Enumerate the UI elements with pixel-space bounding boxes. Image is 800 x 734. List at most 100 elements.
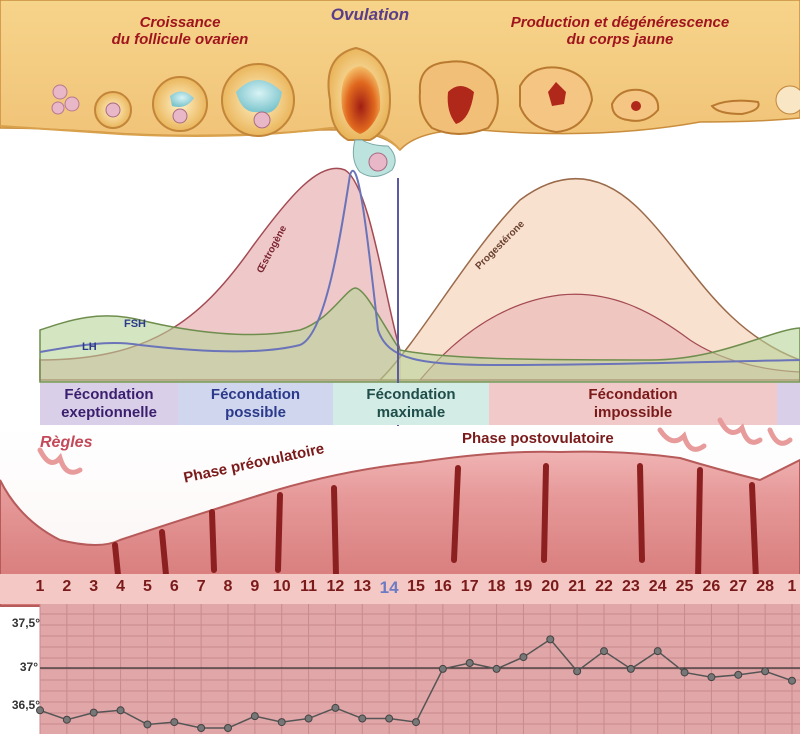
temperature-point [573, 667, 582, 676]
temp-label-37: 37° [19, 660, 38, 674]
cycle-day-label: 17 [460, 578, 479, 595]
temperature-point [385, 714, 394, 723]
temperature-point [36, 706, 44, 715]
corpus-luteum-sequence [418, 60, 800, 135]
temperature-series [36, 635, 796, 732]
cycle-day-label: 20 [541, 578, 560, 595]
temperature-point [412, 718, 420, 727]
cycle-day-label: 28 [756, 578, 775, 595]
temperature-point [143, 720, 152, 729]
cycle-day-label: 27 [729, 578, 748, 595]
fertility-band-impossible-line1: Fécondation [588, 386, 678, 403]
uterine-glands [112, 463, 759, 583]
temperature-point [62, 715, 71, 724]
fertility-band-exceptional: Fécondation exeptionnelle [40, 383, 178, 425]
cycle-day-label: 24 [648, 578, 667, 595]
fertility-band-possible: Fécondation possible [178, 383, 333, 425]
temperature-point [89, 708, 98, 717]
fertility-band-maximal: Fécondation maximale [333, 383, 489, 425]
cycle-day-label: 18 [487, 578, 506, 595]
lh-curve [39, 169, 800, 367]
tertiary-follicle [221, 63, 295, 137]
cycle-day-label: 15 [407, 578, 425, 595]
fertility-band-maximal-line1: Fécondation [366, 386, 456, 403]
temperature-point [519, 653, 528, 662]
ovulation-day-label: 14 [379, 578, 399, 597]
cycle-day-label: 1 [35, 578, 45, 595]
primordial-follicles [51, 84, 80, 115]
temperature-point [224, 724, 232, 732]
cycle-day-label: 8 [223, 578, 233, 595]
cycle-day-label: 1 [787, 578, 797, 595]
fertility-band-exceptional-line2: exeptionnelle [61, 404, 157, 421]
cycle-day-label: 10 [272, 578, 291, 595]
cycle-day-label: 21 [568, 578, 587, 595]
temperature-point [358, 714, 367, 723]
cycle-day-label: 7 [196, 578, 206, 595]
cycle-day-label: 19 [514, 578, 533, 595]
cycle-day-label: 6 [169, 578, 179, 595]
temperature-point [331, 703, 340, 712]
temperature-point [761, 667, 770, 676]
cycle-day-label: 26 [702, 578, 721, 595]
temperature-point [277, 718, 286, 727]
corpus-luteum-title-line1: Production et dégénérescence [510, 14, 730, 31]
menstruation-label: Règles [40, 434, 93, 451]
temperature-point [626, 664, 635, 673]
fertility-band-impossible: Fécondation impossible [489, 383, 777, 425]
fertility-band-possible-line1: Fécondation [210, 386, 301, 403]
temperature-point [197, 724, 206, 732]
fsh-curve [39, 287, 800, 383]
fertility-band-impossible-line2: impossible [593, 404, 673, 421]
follicle-growth-sequence [51, 46, 800, 177]
temperature-point [600, 647, 608, 656]
cycle-day-label: 11 [300, 578, 318, 595]
fertility-band-exceptional-line1: Fécondation [64, 386, 154, 403]
temperature-point [653, 647, 662, 656]
day-strip-bg [0, 574, 800, 604]
fertility-band-maximal-line2: maximale [376, 404, 446, 421]
temp-label-37-5: 37,5° [11, 616, 40, 630]
cycle-day-label: 9 [250, 578, 260, 595]
cycle-day-label: 13 [353, 578, 372, 595]
cycle-day-label: 5 [142, 578, 152, 595]
temperature-point [170, 718, 179, 727]
cycle-day-label: 2 [62, 578, 72, 595]
ovulating-follicle [327, 46, 396, 177]
fsh-label: FSH [124, 318, 146, 330]
follicle-growth-title: Croissance du follicule ovarien [80, 14, 280, 48]
corpus-luteum-title: Production et dégénérescence du corps ja… [470, 14, 770, 48]
temperature-point [707, 673, 716, 682]
temperature-point [116, 706, 125, 715]
temperature-point [492, 664, 501, 673]
temperature-point [304, 714, 313, 723]
fertility-band-possible-line2: possible [225, 404, 286, 421]
corpus-luteum-title-line2: du corps jaune [566, 31, 674, 48]
temperature-point [788, 676, 796, 685]
cycle-day-label: 12 [326, 578, 345, 595]
temp-label-36-5: 36,5° [11, 698, 40, 712]
ovulation-title: Ovulation [330, 5, 410, 24]
postovulatory-phase-label: Phase postovulatoire [462, 430, 614, 447]
menstrual-shedding [37, 417, 793, 475]
cycle-day-label: 22 [595, 578, 613, 595]
temperature-point [438, 664, 447, 673]
hormone-curves [39, 167, 800, 383]
follicle-growth-title-line2: du follicule ovarien [111, 31, 249, 48]
follicle-growth-title-line1: Croissance [139, 14, 221, 31]
temperature-point [680, 668, 689, 677]
cycle-day-label: 23 [621, 578, 640, 595]
primary-follicle [94, 91, 132, 129]
cycle-day-label: 3 [89, 578, 99, 595]
fertility-band-backgrounds [40, 383, 800, 425]
secondary-follicle [152, 76, 208, 132]
cycle-day-label: 16 [433, 578, 452, 595]
temperature-point [250, 712, 259, 721]
temperature-point [465, 659, 474, 667]
cycle-day-label: 4 [116, 578, 126, 595]
cycle-day-label: 25 [675, 578, 694, 595]
lh-label: LH [82, 341, 97, 353]
